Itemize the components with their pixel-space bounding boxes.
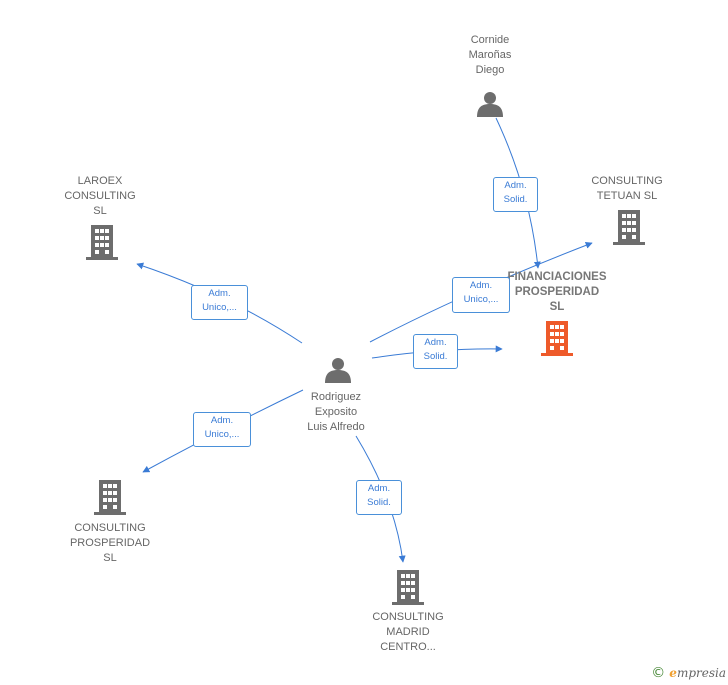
- person-icon[interactable]: [477, 92, 503, 117]
- brand-logo-initial: e: [669, 666, 677, 680]
- building-icon[interactable]: [86, 225, 118, 260]
- building-icon[interactable]: [392, 570, 424, 605]
- edge-label-rodriguez-tetuan[interactable]: Adm. Unico,...: [452, 277, 510, 313]
- edge-label-rodriguez-financiaciones[interactable]: Adm. Solid.: [413, 334, 458, 369]
- node-label-tetuan[interactable]: CONSULTING TETUAN SL: [591, 175, 663, 202]
- node-label-laroex[interactable]: LAROEX CONSULTING SL: [64, 175, 136, 217]
- node-label-cornide[interactable]: Cornide Maroñas Diego: [468, 34, 512, 76]
- copyright-icon: ©: [651, 665, 666, 681]
- node-label-madrid[interactable]: CONSULTING MADRID CENTRO...: [372, 611, 444, 653]
- edge-label-rodriguez-laroex[interactable]: Adm. Unico,...: [191, 285, 248, 320]
- brand-name: mpresia: [676, 666, 726, 680]
- node-label-financiaciones[interactable]: FINANCIACIONES PROSPERIDAD SL: [507, 271, 607, 313]
- node-label-prosperidad[interactable]: CONSULTING PROSPERIDAD SL: [69, 522, 151, 564]
- building-icon[interactable]: [541, 321, 573, 356]
- edge-label-rodriguez-madrid[interactable]: Adm. Solid.: [356, 480, 402, 515]
- node-label-rodriguez[interactable]: Rodriguez Exposito Luis Alfredo: [307, 391, 365, 433]
- building-icon[interactable]: [613, 210, 645, 245]
- person-icon[interactable]: [325, 358, 351, 383]
- building-icon[interactable]: [94, 480, 126, 515]
- brand-footer[interactable]: ©empresia: [651, 665, 726, 681]
- edge-label-cornide-financiaciones[interactable]: Adm. Solid.: [493, 177, 538, 212]
- edge-label-rodriguez-prosperidad[interactable]: Adm. Unico,...: [193, 412, 251, 447]
